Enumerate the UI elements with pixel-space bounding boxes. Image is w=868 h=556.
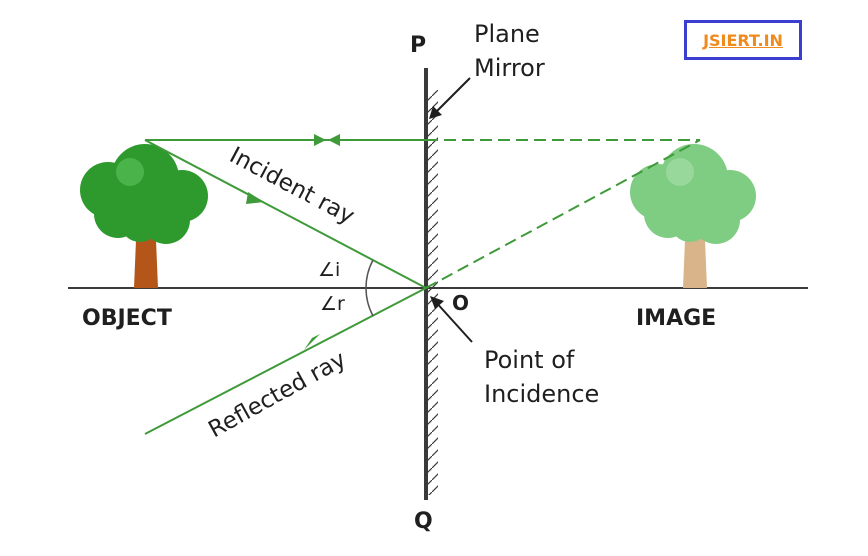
reflected-ray-arrow bbox=[304, 334, 320, 350]
mirror-name-line2: Mirror bbox=[474, 54, 545, 82]
watermark-logo: JSIERT.IN bbox=[684, 20, 802, 60]
image-tree bbox=[630, 144, 756, 288]
reflected-ray-label: Reflected ray bbox=[204, 347, 350, 444]
point-of-incidence-line2: Incidence bbox=[484, 380, 599, 408]
mirror-pointer-arrow bbox=[429, 106, 442, 119]
angle-r-arc bbox=[365, 287, 374, 317]
angle-r-label: ∠r bbox=[320, 293, 345, 315]
horizontal-ray-arrow-right bbox=[314, 134, 326, 146]
incident-ray-arrow bbox=[246, 192, 264, 204]
object-label: OBJECT bbox=[82, 306, 172, 331]
image-label: IMAGE bbox=[636, 306, 716, 331]
virtual-ray bbox=[425, 139, 701, 289]
mirror-top-label: P bbox=[410, 33, 426, 58]
point-of-incidence-line1: Point of bbox=[484, 346, 575, 374]
angle-i-label: ∠i bbox=[318, 259, 340, 281]
mirror-name-line1: Plane bbox=[474, 20, 540, 48]
mirror-pointer-line bbox=[431, 77, 471, 117]
horizontal-ray-arrow-left bbox=[328, 134, 340, 146]
incidence-pointer-line bbox=[433, 299, 473, 343]
object-tree bbox=[80, 144, 208, 288]
angle-i-arc bbox=[365, 259, 374, 289]
incident-ray bbox=[144, 139, 427, 289]
incidence-pointer-arrow bbox=[430, 296, 444, 309]
origin-label: O bbox=[452, 291, 469, 315]
reflected-ray bbox=[144, 287, 427, 435]
mirror-bottom-label: Q bbox=[414, 509, 433, 534]
mirror-hatching bbox=[428, 90, 438, 495]
